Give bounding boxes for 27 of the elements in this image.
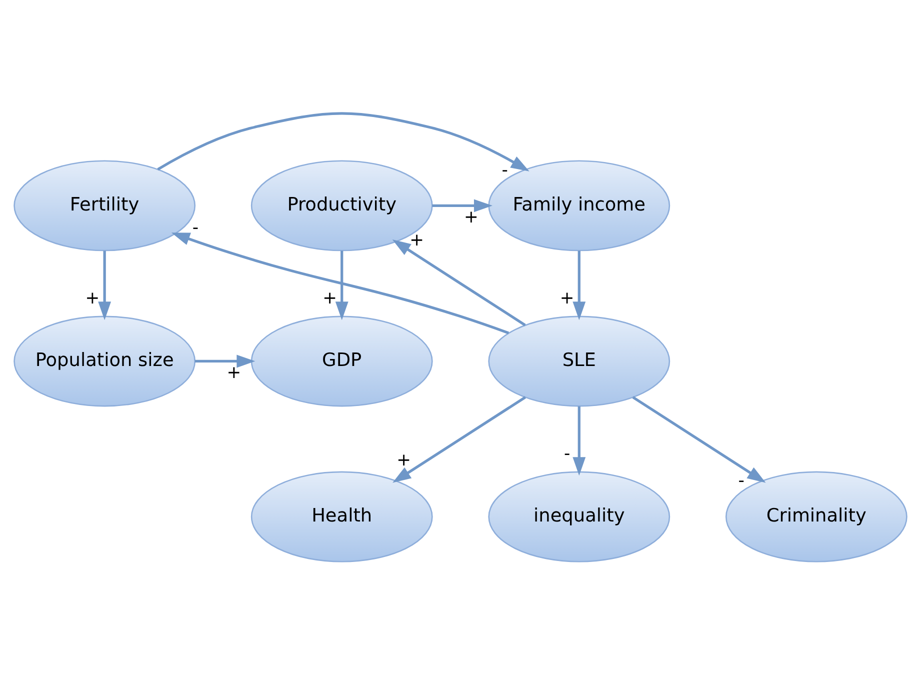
arrow <box>98 250 111 320</box>
node-ellipse: SLE <box>488 316 670 407</box>
edge-label: + <box>464 207 478 228</box>
arrow <box>334 250 348 320</box>
arrow <box>194 354 255 368</box>
arrow <box>156 112 529 172</box>
edge-label: - <box>563 444 570 464</box>
edge-label: - <box>738 470 744 491</box>
edge-label: + <box>226 362 241 383</box>
edge-label: + <box>84 288 100 308</box>
edge-label: + <box>409 230 424 250</box>
node-ellipse: GDP <box>250 316 432 407</box>
arrow <box>392 240 526 326</box>
node-ellipse: Population size <box>13 316 196 407</box>
arrow <box>572 406 586 476</box>
arrow <box>432 199 492 212</box>
arrow <box>170 232 509 334</box>
arrow <box>632 396 766 483</box>
node-ellipse: Health <box>250 471 432 562</box>
arrow <box>392 396 526 483</box>
node-ellipse: inequality <box>488 471 670 562</box>
edge-label: + <box>322 288 336 308</box>
edge-label: + <box>559 288 574 308</box>
edge-label: + <box>396 450 411 471</box>
edge-label: - <box>192 218 198 238</box>
arrow <box>572 250 586 320</box>
edge-label: - <box>501 160 508 181</box>
